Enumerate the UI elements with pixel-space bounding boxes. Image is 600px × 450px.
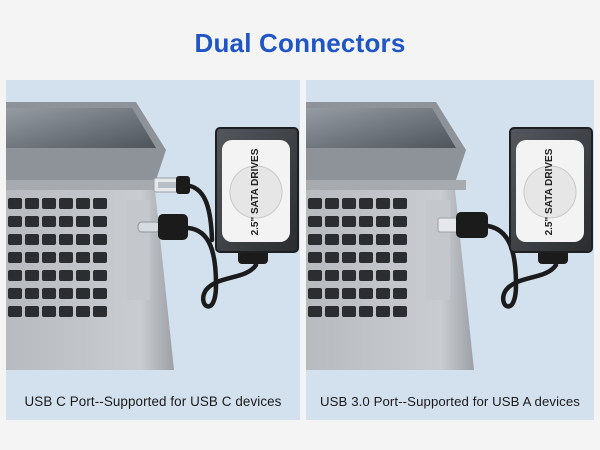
hard-drive: 2.5" SATA DRIVES	[509, 127, 593, 253]
cable	[185, 225, 259, 309]
usb-c-panel: 2.5" SATA DRIVES USB C Port--Supported f…	[6, 80, 300, 420]
drive-label: 2.5" SATA DRIVES	[250, 148, 261, 235]
drive-label: 2.5" SATA DRIVES	[544, 148, 555, 235]
usb-a-caption: USB 3.0 Port--Supported for USB A device…	[320, 394, 580, 409]
hard-drive: 2.5" SATA DRIVES	[215, 127, 299, 253]
usb-c-caption: USB C Port--Supported for USB C devices	[24, 394, 282, 409]
laptop-lid	[6, 102, 166, 180]
usb-c-connector	[137, 214, 188, 240]
usb-a-connector	[153, 176, 190, 194]
laptop-keyboard	[8, 198, 107, 317]
usb-c-scene-illustration: 2.5" SATA DRIVES	[6, 102, 299, 370]
usb-a-scene-illustration: 2.5" SATA DRIVES	[306, 102, 593, 370]
usb-a-panel: 2.5" SATA DRIVES USB 3.0 Port--Supported…	[306, 80, 594, 420]
usb-a-connector	[437, 212, 488, 238]
page-title: Dual Connectors	[194, 28, 406, 58]
laptop-side-edge	[426, 200, 450, 300]
laptop-side-edge	[126, 200, 150, 300]
laptop-keyboard	[308, 198, 407, 317]
laptop-lid	[306, 102, 466, 180]
